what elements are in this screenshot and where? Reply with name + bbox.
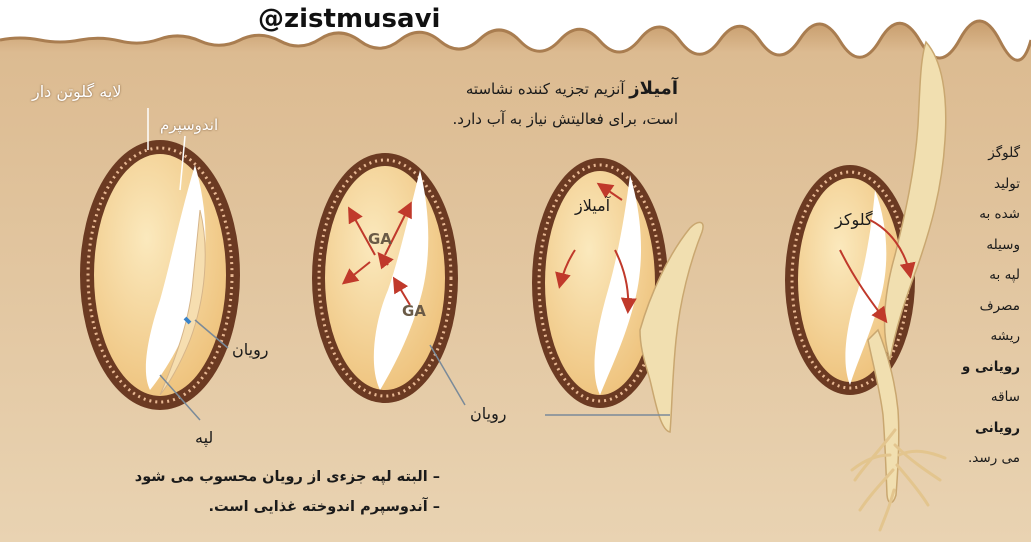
- glucose-note-line: شده به: [950, 199, 1020, 230]
- footnote-cotyledon: – البته لپه جزءی از رویان محسوب می شود: [110, 462, 440, 492]
- glucose-note-line: گلوگز: [950, 138, 1020, 169]
- label-amylase: آمیلاز: [575, 196, 610, 215]
- glucose-note-line: رویانی: [950, 413, 1020, 444]
- glucose-note-line: لپه به: [950, 260, 1020, 291]
- label-embryo-2: رویان: [470, 404, 507, 423]
- watermark: @zistmusavi: [258, 4, 440, 34]
- amylase-desc-rest: آنزیم تجزیه کننده نشاسته: [466, 80, 625, 98]
- label-aleurone-layer: لایه گلوتن دار: [32, 82, 121, 101]
- footnote-endosperm: – آندوسپرم اندوخته غذایی است.: [110, 492, 440, 522]
- glucose-note-line: تولید: [950, 169, 1020, 200]
- amylase-term: آمیلاز: [629, 78, 678, 99]
- label-endosperm: اندوسپرم: [160, 116, 218, 134]
- glucose-note-line: رویانی و: [950, 352, 1020, 383]
- label-cotyledon: لپه: [195, 428, 213, 447]
- label-ga-1: GA: [368, 230, 392, 248]
- label-ga-2: GA: [402, 302, 426, 320]
- seed-2: [312, 153, 458, 403]
- glucose-note-line: ریشه: [950, 321, 1020, 352]
- amylase-description: آمیلاز آنزیم تجزیه کننده نشاسته است، برا…: [360, 74, 678, 134]
- footnotes: – البته لپه جزءی از رویان محسوب می شود –…: [110, 462, 440, 522]
- label-embryo-1: رویان: [232, 340, 269, 359]
- amylase-desc-line2: است، برای فعالیتش نیاز به آب دارد.: [360, 104, 678, 134]
- glucose-note-line: ساقه: [950, 382, 1020, 413]
- label-glucose: گلوکز: [835, 210, 873, 229]
- glucose-note-line: وسیله: [950, 230, 1020, 261]
- glucose-note: گلوگز تولید شده به وسیله لپه به مصرف ریش…: [950, 138, 1020, 474]
- glucose-note-line: می رسد.: [950, 443, 1020, 474]
- glucose-note-line: مصرف: [950, 291, 1020, 322]
- seed-1: [80, 140, 240, 410]
